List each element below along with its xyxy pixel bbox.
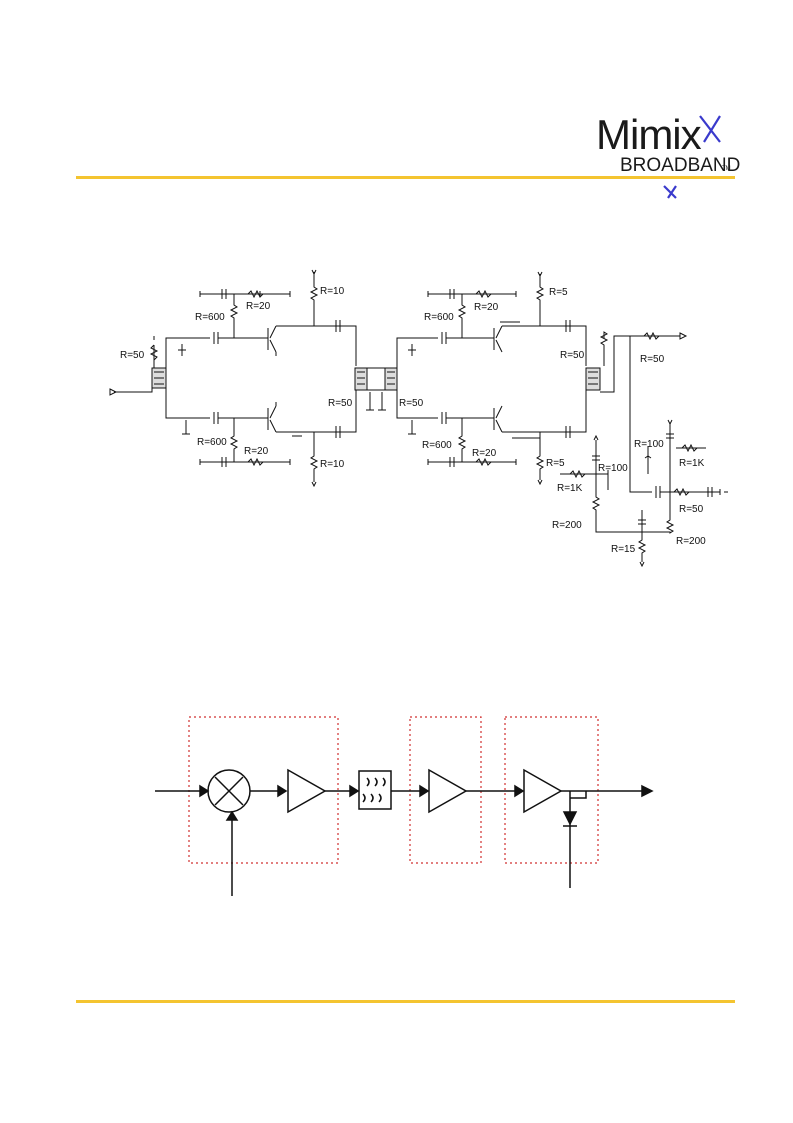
label-r50-mid-right: R=50 (399, 398, 424, 409)
label-r50-mid-left: R=50 (328, 398, 353, 409)
label-r1k-right: R=1K (679, 458, 705, 469)
label-r50-bias: R=50 (679, 504, 704, 515)
label-r600-top: R=600 (195, 312, 225, 323)
amplifier-2-icon (428, 768, 468, 814)
label-r50-port: R=50 (640, 354, 665, 365)
mixer-amp-box (188, 716, 339, 864)
logo-subtitle: BROADBAND (620, 155, 741, 176)
rf-input-arrow (199, 784, 210, 798)
block-diagram (155, 716, 654, 896)
label-r100-left: R=100 (598, 463, 628, 474)
label-r20-top: R=20 (246, 301, 271, 312)
mimix-broadband-logo: Mimix BROADBAND TM (590, 112, 740, 202)
label-r50-output: R=50 (560, 350, 585, 361)
label-r50-input: R=50 (120, 350, 145, 361)
label-r200-left: R=200 (552, 520, 582, 531)
amplifier-3-icon (523, 768, 563, 814)
label-r20-bottom: R=20 (244, 446, 269, 457)
circuit-schematic (109, 269, 728, 568)
logo-x-icon (663, 115, 721, 199)
label-r10-top: R=10 (320, 286, 345, 297)
header-rule (76, 176, 735, 179)
label-r10-bottom: R=10 (320, 459, 345, 470)
label-r20-top-2: R=20 (474, 302, 499, 313)
filter-icon (358, 770, 392, 810)
label-r20-bottom-2: R=20 (472, 448, 497, 459)
schematic-labels: R=10 R=20 R=600 R=50 R=600 R=20 R=10 R=5… (120, 286, 706, 555)
footer-rule (76, 1000, 735, 1003)
label-r5-top: R=5 (549, 287, 568, 298)
label-r600-bottom: R=600 (197, 437, 227, 448)
label-r15: R=15 (611, 544, 636, 555)
rf-output-arrow (641, 784, 654, 798)
label-r5-bottom: R=5 (546, 458, 565, 469)
logo-trademark: TM (722, 166, 731, 172)
label-r600-bottom-2: R=600 (422, 440, 452, 451)
amplifier-1-icon (287, 768, 327, 814)
label-r200-right: R=200 (676, 536, 706, 547)
amp-box-middle (409, 716, 482, 864)
label-r100-right: R=100 (634, 439, 664, 450)
logo-wordmark: Mimix (596, 111, 702, 158)
label-r1k-left: R=1K (557, 483, 583, 494)
label-r600-top-2: R=600 (424, 312, 454, 323)
amp-detector-box (504, 716, 599, 864)
